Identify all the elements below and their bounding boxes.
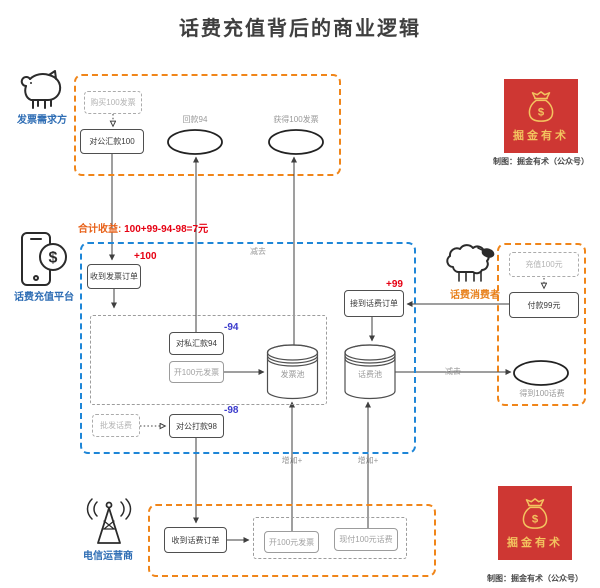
svg-text:$: $ [49, 250, 58, 267]
brand-badge-bottom-text: 掘金有术 [507, 536, 563, 549]
node-pay-public-98: 对公打款98 [169, 414, 224, 438]
value-minus-98: -98 [224, 405, 239, 416]
invoice-pool-cylinder [266, 344, 319, 400]
node-telecom-deliver-credit: 现付100元话费 [334, 528, 398, 551]
node-wholesale-credit: 批发话费 [92, 414, 140, 437]
refund-ellipse-label: 回款94 [182, 115, 208, 124]
node-recharge-100: 充值100元 [509, 252, 579, 277]
node-telecom-issue-invoice: 开100元发票 [264, 531, 319, 553]
node-recv-credit-order: 接到话费订单 [344, 290, 404, 317]
total-income-summary: 合计收益: 100+99-94-98=7元 [78, 220, 208, 235]
refund-ellipse [167, 129, 223, 155]
pig-icon [16, 70, 68, 119]
edge-label-add-left: 增加+ [281, 456, 303, 465]
get-credit-ellipse [513, 360, 569, 386]
credit-line-bottom: 制图：掘金有术（公众号） [487, 574, 583, 583]
value-plus-99: +99 [386, 279, 403, 290]
credit-line-top: 制图：掘金有术（公众号） [493, 157, 589, 166]
get-credit-ellipse-label: 得到100话费 [519, 389, 565, 398]
brand-badge-top-text: 掘金有术 [513, 129, 569, 142]
edge-label-subtract-right: 减去 [445, 367, 461, 376]
credit-pool-label: 话费池 [358, 370, 382, 379]
value-minus-94: -94 [224, 322, 239, 333]
telecom-label: 电信运营商 [83, 551, 133, 562]
invoice-pool-label: 发票池 [280, 370, 305, 379]
sheep-icon [441, 239, 497, 288]
page-title: 话费充值背后的商业逻辑 [179, 18, 421, 40]
invoice-buyer-label: 发票需求方 [17, 115, 67, 126]
node-issue-invoice-100: 开100元发票 [169, 361, 224, 383]
node-recv-invoice-order: 收到发票订单 [87, 264, 141, 289]
platform-label: 话费充值平台 [14, 292, 74, 303]
value-plus-100: +100 [134, 251, 157, 262]
svg-text:$: $ [538, 106, 545, 118]
total-income-label: 合计收益: [78, 224, 122, 235]
telecom-inner-group-box [253, 517, 407, 559]
phone-recharge-icon: $ [18, 230, 70, 293]
flow-arrows [109, 114, 544, 543]
edge-label-subtract-left: 减去 [250, 247, 266, 256]
node-pay-99: 付款99元 [509, 292, 579, 318]
node-remit-public-100: 对公汇款100 [80, 129, 144, 154]
telecom-group-box [148, 504, 436, 577]
get-invoice-ellipse-label: 获得100发票 [273, 115, 319, 124]
node-telecom-recv-order: 收到话费订单 [164, 527, 227, 553]
invoice-buyer-group-box [74, 74, 341, 176]
total-income-formula: 100+99-94-98=7元 [124, 224, 209, 235]
node-buy-invoice: 购买100发票 [84, 91, 142, 114]
platform-group-box [80, 242, 416, 454]
brand-badge-top: $ 掘金有术 [504, 79, 578, 153]
antenna-icon [84, 498, 134, 555]
edge-label-add-right: 增加+ [357, 456, 379, 465]
svg-text:$: $ [532, 513, 539, 525]
brand-badge-bottom: $ 掘金有术 [498, 486, 572, 560]
money-bag-icon: $ [528, 90, 554, 122]
get-invoice-ellipse [268, 129, 324, 155]
credit-pool-cylinder [344, 344, 396, 400]
node-remit-private-94: 对私汇款94 [169, 332, 224, 355]
consumer-group-box [497, 243, 586, 406]
platform-inner-group-box [90, 315, 327, 405]
consumer-label: 话费消费者 [450, 290, 500, 301]
money-bag-icon: $ [522, 497, 548, 529]
